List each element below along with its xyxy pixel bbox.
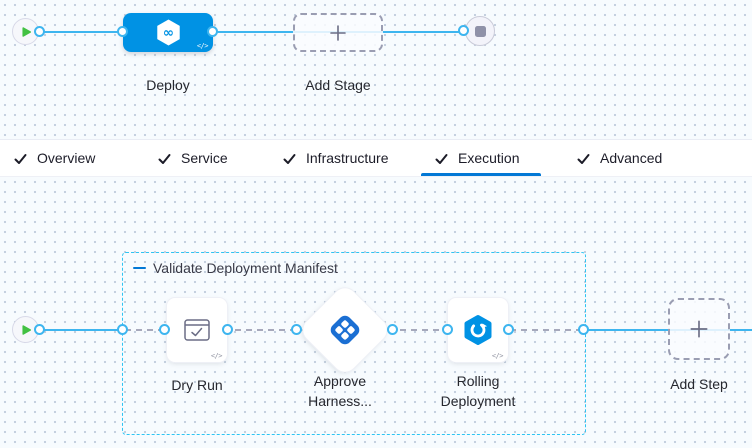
step-group-title: Validate Deployment Manifest: [153, 260, 338, 276]
stage-canvas: ∞ </> Deploy Add Stage: [0, 0, 752, 139]
step-group-label[interactable]: Validate Deployment Manifest: [133, 260, 338, 276]
add-step-label: Add Step: [670, 376, 728, 392]
step-label-dry-run: Dry Run: [171, 377, 223, 393]
dry-run-icon: [184, 319, 210, 341]
connector-point: [442, 324, 453, 335]
connector-point: [34, 324, 45, 335]
stop-icon: [474, 25, 486, 37]
stage-config-tabs: Overview Service Infrastructure Executio…: [0, 139, 752, 177]
approval-icon: [330, 315, 360, 345]
step-group-box[interactable]: [122, 252, 586, 435]
stage-label: Deploy: [146, 77, 190, 93]
stage-node-deploy[interactable]: ∞ </>: [123, 13, 213, 52]
connector-point: [291, 324, 302, 335]
tab-label: Execution: [458, 150, 520, 166]
play-icon: [21, 26, 31, 37]
collapse-icon[interactable]: [133, 266, 146, 270]
tab-advanced[interactable]: Advanced: [576, 140, 662, 176]
execution-connector-line: [26, 329, 126, 331]
tab-execution[interactable]: Execution: [434, 140, 519, 176]
plus-icon: [330, 24, 346, 41]
connector-point: [503, 324, 514, 335]
active-tab-indicator: [421, 173, 541, 176]
connector-point: [117, 26, 128, 37]
connector-point: [458, 25, 469, 36]
code-view-icon[interactable]: </>: [491, 352, 504, 360]
connector-point: [34, 26, 45, 37]
svg-text:∞: ∞: [162, 25, 173, 41]
tab-label: Infrastructure: [306, 150, 389, 166]
step-label-approve: Approve Harness...: [308, 373, 372, 409]
code-view-icon[interactable]: </>: [196, 42, 209, 50]
connector-point: [159, 324, 170, 335]
harness-stage-icon: ∞: [156, 19, 180, 46]
rolling-deployment-icon: [464, 315, 492, 345]
check-icon: [158, 153, 171, 164]
step-node-rolling-deployment[interactable]: </>: [448, 298, 508, 362]
tab-overview[interactable]: Overview: [13, 140, 95, 176]
tab-label: Overview: [37, 150, 96, 166]
pipeline-end-node[interactable]: [465, 16, 495, 46]
code-view-icon[interactable]: </>: [210, 352, 223, 360]
execution-canvas: Validate Deployment Manifest </>: [0, 177, 752, 448]
tab-service[interactable]: Service: [157, 140, 228, 176]
play-icon: [21, 324, 31, 335]
tab-label: Advanced: [600, 150, 663, 166]
step-node-dry-run[interactable]: </>: [167, 298, 227, 362]
add-stage-button[interactable]: [293, 13, 383, 52]
connector-point: [578, 324, 589, 335]
plus-icon: [690, 320, 708, 338]
check-icon: [14, 153, 27, 164]
check-icon: [577, 153, 590, 164]
check-icon: [283, 153, 296, 164]
stage-connector-line: [26, 31, 464, 33]
check-icon: [435, 153, 448, 164]
connector-point: [117, 324, 128, 335]
tab-infrastructure[interactable]: Infrastructure: [282, 140, 388, 176]
step-label-rolling-deployment: Rolling Deployment: [440, 373, 516, 409]
connector-point: [222, 324, 233, 335]
connector-point: [387, 324, 398, 335]
add-stage-label: Add Stage: [305, 77, 371, 93]
add-step-button[interactable]: [668, 298, 730, 360]
tab-label: Service: [181, 150, 228, 166]
step-node-approve[interactable]: [298, 283, 392, 377]
connector-point: [207, 26, 218, 37]
